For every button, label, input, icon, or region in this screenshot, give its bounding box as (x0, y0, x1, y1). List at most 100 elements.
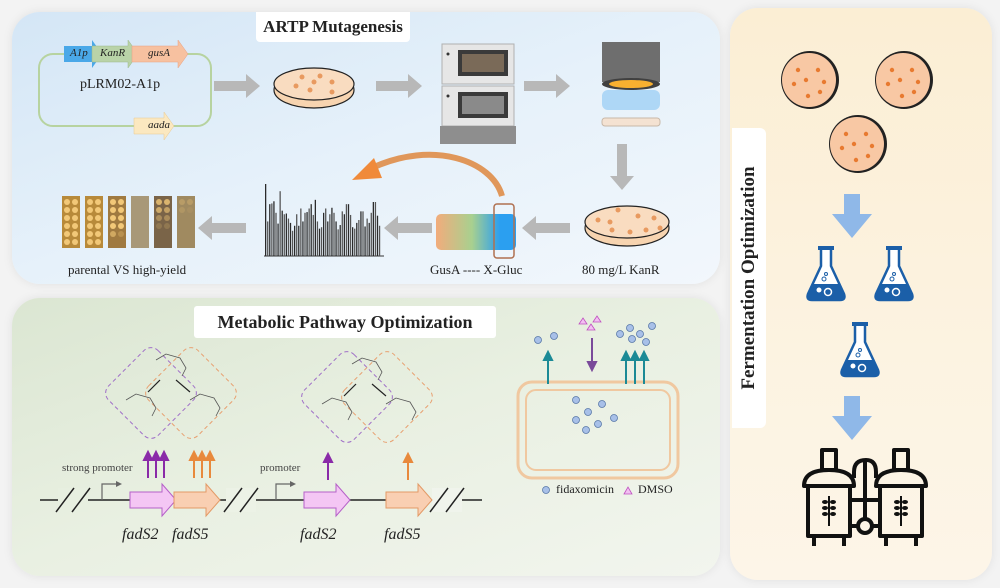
chart-bar (302, 221, 304, 256)
chart-bar (277, 223, 279, 256)
colony-spot (64, 231, 70, 237)
fads5-label-1: fadS5 (172, 526, 209, 543)
chart-bar (318, 228, 321, 256)
dna-break-1 (55, 487, 91, 513)
colony-spot (64, 207, 70, 213)
colony-spot (187, 207, 193, 213)
molecule-scheme-1 (105, 347, 237, 439)
chart-bar (354, 228, 356, 256)
flow-arrow-3 (524, 74, 570, 98)
colony-spot (64, 239, 70, 245)
chart-bar (265, 184, 267, 256)
flow-arrow-2 (376, 74, 422, 98)
fads2-up-arrow-weak (322, 451, 334, 480)
colony-spot (110, 207, 116, 213)
chart-bar (360, 211, 362, 256)
chart-bar (374, 202, 377, 256)
plate-strip (131, 196, 149, 248)
chart-bar (329, 214, 331, 256)
fermentation-title: Fermentation Optimization (738, 166, 759, 390)
colony-spot (87, 239, 93, 245)
chart-bar (298, 225, 300, 256)
fermentation-title-box: Fermentation Optimization (732, 128, 766, 428)
chart-bar (306, 212, 308, 256)
colony-spot (118, 231, 124, 237)
yield-bar-chart (264, 184, 384, 257)
colony-spot (110, 231, 116, 237)
colony-spot (95, 223, 101, 229)
colony-spot (72, 199, 78, 205)
artp-plasma-icon (601, 42, 661, 127)
flow-arrow-1 (214, 74, 260, 98)
colony-spot (95, 199, 101, 205)
fermentation-optimization-panel: Fermentation Optimization (730, 8, 992, 580)
colony-spot (118, 223, 124, 229)
fads2-gene-arrow-2 (303, 482, 351, 518)
fads5-up-arrows-strong (188, 449, 216, 478)
chart-bar (267, 221, 269, 256)
colony-spot (87, 207, 93, 213)
feedback-curve-arrow (352, 151, 505, 198)
chart-bar (308, 208, 310, 256)
chart-bar (327, 221, 329, 256)
promoter-label: promoter (260, 462, 301, 474)
chart-bar (345, 204, 348, 256)
chart-bar (358, 220, 360, 256)
flow-arrow-down (610, 144, 634, 190)
chart-bar (325, 208, 327, 256)
strong-promoter-label: strong promoter (62, 462, 133, 474)
plate-strip (177, 196, 195, 248)
colony-spot (95, 215, 101, 221)
chart-bar (366, 218, 368, 256)
colony-spot (118, 215, 124, 221)
colony-spot (72, 231, 78, 237)
chart-bar (349, 214, 352, 256)
fads2-label-1: fadS2 (122, 526, 159, 543)
colony-spot (118, 199, 124, 205)
chart-bar (339, 225, 341, 256)
colony-spot (164, 215, 170, 221)
dmso-legend-label: DMSO (638, 482, 673, 496)
gene-label-gusa: gusA (148, 47, 170, 59)
chart-bar (335, 221, 337, 256)
incubator-icon (440, 43, 516, 144)
gene-label-aada: aada (148, 119, 170, 131)
chart-bar (275, 212, 277, 256)
fermenter-tanks-icon (802, 448, 928, 546)
chart-bar (370, 212, 372, 256)
colony-spot (110, 199, 116, 205)
fidaxomicin-legend-icon (542, 486, 550, 494)
colony-spot (95, 231, 101, 237)
colony-spot (64, 223, 70, 229)
strong-promoter-icon (101, 483, 116, 500)
chart-bar (320, 227, 323, 256)
colony-spot (72, 215, 78, 221)
chart-bar (273, 201, 275, 256)
petri-dish-top-1 (781, 51, 839, 109)
colony-spot (156, 199, 162, 205)
gene-label-kanr: KanR (100, 47, 126, 59)
chart-bar (279, 191, 281, 256)
kanr-label: 80 mg/L KanR (582, 262, 660, 277)
colony-spot (87, 223, 93, 229)
flow-arrow-5 (384, 216, 432, 240)
kanr-plate-icon (584, 205, 670, 247)
flask-icon-2 (874, 246, 914, 302)
petri-dish-top-3 (829, 115, 887, 173)
chart-bar (364, 226, 366, 256)
metabolic-pathway-panel: Metabolic Pathway Optimization (12, 298, 720, 576)
fads2-label-2: fadS2 (300, 526, 337, 543)
shake-flasks-icon (806, 246, 914, 378)
chart-bar (291, 230, 294, 256)
flow-arrow-6 (198, 216, 246, 240)
dna-break-2 (223, 487, 259, 513)
colony-spot (95, 239, 101, 245)
colony-spot (179, 199, 185, 205)
chart-bar (347, 204, 350, 256)
chart-bar (296, 214, 298, 256)
chart-bar (294, 225, 296, 256)
petri-dish-icon (273, 67, 355, 109)
colony-spot (72, 223, 78, 229)
chart-bar (352, 227, 354, 256)
fads5-up-arrow-weak (402, 451, 414, 480)
